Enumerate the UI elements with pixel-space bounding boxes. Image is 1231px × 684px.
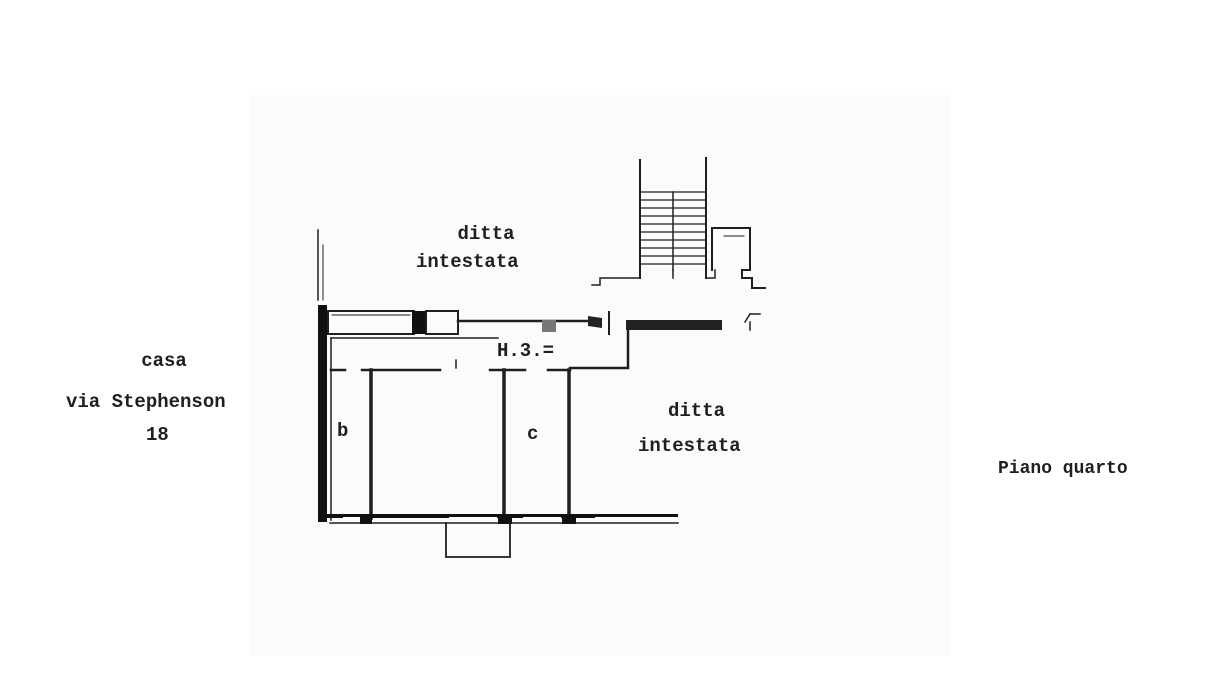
watermark-area (250, 95, 950, 655)
stairwell (591, 157, 766, 289)
north-wall (327, 310, 761, 335)
adjacent-owner-right-line2: intestata (638, 435, 741, 457)
floor-level-label: Piano quarto (998, 459, 1128, 479)
neighbor-building-label: casa (141, 350, 187, 372)
adjacent-owner-right-line1: ditta (668, 400, 726, 422)
neighbor-street-label: via Stephenson (66, 391, 226, 413)
room-b-label: b (337, 420, 349, 442)
adjacent-owner-top-line1: ditta (457, 223, 515, 245)
south-wall (318, 514, 679, 558)
ceiling-height-label: H.3.= (497, 340, 555, 362)
neighbor-number-label: 18 (146, 424, 169, 446)
partition-walls (369, 368, 571, 520)
adjacent-owner-top-line2: intestata (416, 251, 519, 273)
room-c-label: c (527, 423, 539, 445)
west-wall (317, 229, 332, 522)
corridor (329, 328, 630, 372)
